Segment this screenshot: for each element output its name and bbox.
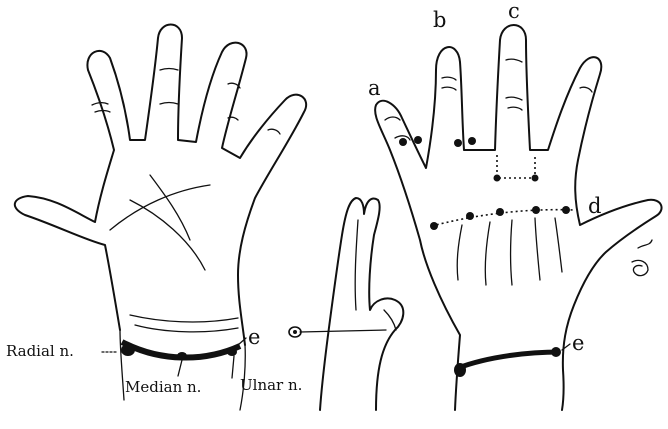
label-b: b	[433, 10, 446, 31]
label-a: a	[368, 78, 381, 99]
artist-monogram	[632, 240, 652, 276]
label-d: d	[588, 196, 601, 217]
label-ulnar-nerve: Ulnar n.	[240, 378, 302, 393]
label-c: c	[508, 1, 520, 22]
label-e-right: e	[572, 333, 584, 354]
label-median-nerve: Median n.	[125, 380, 201, 395]
side-hand	[289, 198, 403, 410]
label-e-left: e	[248, 327, 260, 348]
right-hand-dorsal	[375, 25, 661, 410]
label-radial-nerve: Radial n.	[6, 344, 74, 359]
